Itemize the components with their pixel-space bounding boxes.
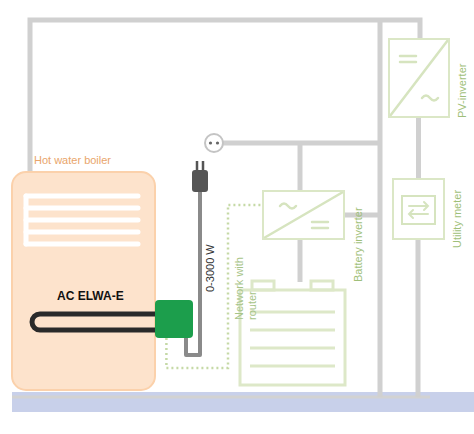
heat-exchanger-coil <box>26 206 138 211</box>
ground-band <box>12 392 474 412</box>
grey-wiring <box>298 240 303 282</box>
boiler-tank <box>12 172 155 390</box>
socket <box>205 134 223 152</box>
inverter-symbols <box>264 192 343 238</box>
heating-rod <box>32 314 156 330</box>
meter-symbol <box>409 202 428 210</box>
heat-exchanger-coil <box>26 218 138 223</box>
grey-wiring <box>30 20 420 172</box>
plug <box>192 161 208 192</box>
socket <box>205 134 223 152</box>
grey-wiring <box>298 143 303 190</box>
heat-exchanger-coil <box>26 230 138 235</box>
controller-device: AC ELWA-E <box>155 300 193 338</box>
socket <box>209 141 212 144</box>
node-title: Battery inverter <box>352 207 365 282</box>
battery <box>252 281 274 290</box>
inverter-symbols <box>400 56 416 62</box>
heat-exchanger-coil <box>26 196 138 244</box>
edge-label: Network with router <box>233 246 258 320</box>
node-title: PV-inverter <box>456 64 469 118</box>
inverter-box: PV-inverter <box>388 38 450 118</box>
meter-symbol <box>402 196 435 224</box>
boiler-tank <box>12 172 155 390</box>
network-link <box>166 205 262 368</box>
node-title: AC ELWA-E <box>57 290 124 304</box>
socket <box>216 141 219 144</box>
power-wire <box>416 118 421 178</box>
meter-symbol <box>402 196 435 224</box>
grey-wiring <box>378 20 383 397</box>
heat-exchanger-coil <box>26 242 138 247</box>
ground-band <box>12 396 430 399</box>
grey-wiring <box>416 240 421 397</box>
plug <box>192 170 208 192</box>
inverter-symbols <box>422 96 438 101</box>
heat-exchanger-coil <box>26 194 138 199</box>
inverter-symbols <box>280 204 296 209</box>
inverter-box: Battery inverter <box>262 190 345 240</box>
battery <box>250 312 335 366</box>
meter-box: Utility meter <box>392 178 445 240</box>
power-label: 0-3000 W <box>204 244 217 292</box>
ground-band <box>12 392 474 412</box>
node-title: Utility meter <box>451 190 464 248</box>
heating-rod <box>32 314 156 330</box>
heat-exchanger-coil <box>24 196 29 244</box>
inverter-symbols <box>390 40 448 116</box>
inverter-symbols <box>312 222 328 228</box>
node-title: Hot water boiler <box>34 154 111 167</box>
plug <box>197 161 203 170</box>
battery <box>311 281 333 290</box>
meter-symbol <box>409 210 428 218</box>
boiler-box: Hot water boiler <box>12 172 155 390</box>
